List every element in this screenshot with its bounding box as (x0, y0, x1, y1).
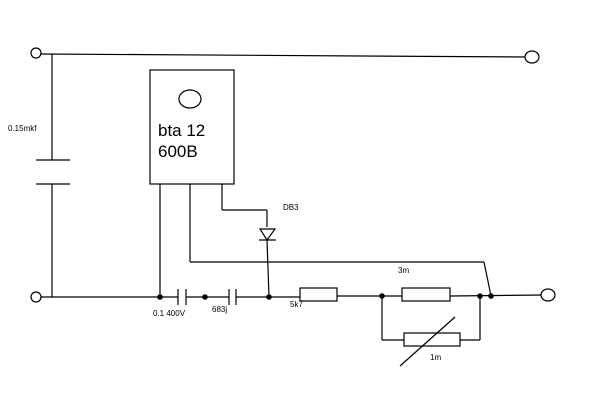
triac-leads (159, 184, 492, 297)
junction-dots (157, 293, 494, 300)
potentiometer-loop (381, 296, 481, 341)
resistor-fixed-label: 5k7 (290, 300, 303, 309)
triac-rating: 600B (158, 142, 198, 161)
capacitor-main (36, 54, 70, 297)
capacitor-series (177, 289, 187, 305)
capacitor-main-label: 0.15mkf (8, 124, 37, 133)
potentiometer-arrow (399, 316, 456, 367)
capacitor-second (228, 289, 237, 305)
resistor-top (401, 287, 451, 302)
triac-package (149, 69, 235, 185)
terminal-top-left (30, 47, 42, 59)
top-wire (40, 53, 526, 58)
triac-name: bta 12 (158, 121, 205, 140)
resistor-fixed (299, 287, 338, 302)
capacitor-second-label: 683j (212, 305, 227, 314)
terminal-bottom-left (30, 291, 42, 303)
diac-db3 (258, 228, 277, 298)
resistor-top-label: 3m (398, 266, 409, 275)
terminal-bottom-right (540, 288, 556, 302)
diac-label: DB3 (283, 203, 299, 212)
potentiometer (403, 332, 461, 347)
bottom-wire (41, 294, 542, 298)
triac-mounting-hole (178, 89, 202, 109)
terminal-top-right (524, 50, 540, 64)
capacitor-series-label: 0.1 400V (153, 309, 186, 318)
potentiometer-label: 1m (430, 353, 441, 362)
